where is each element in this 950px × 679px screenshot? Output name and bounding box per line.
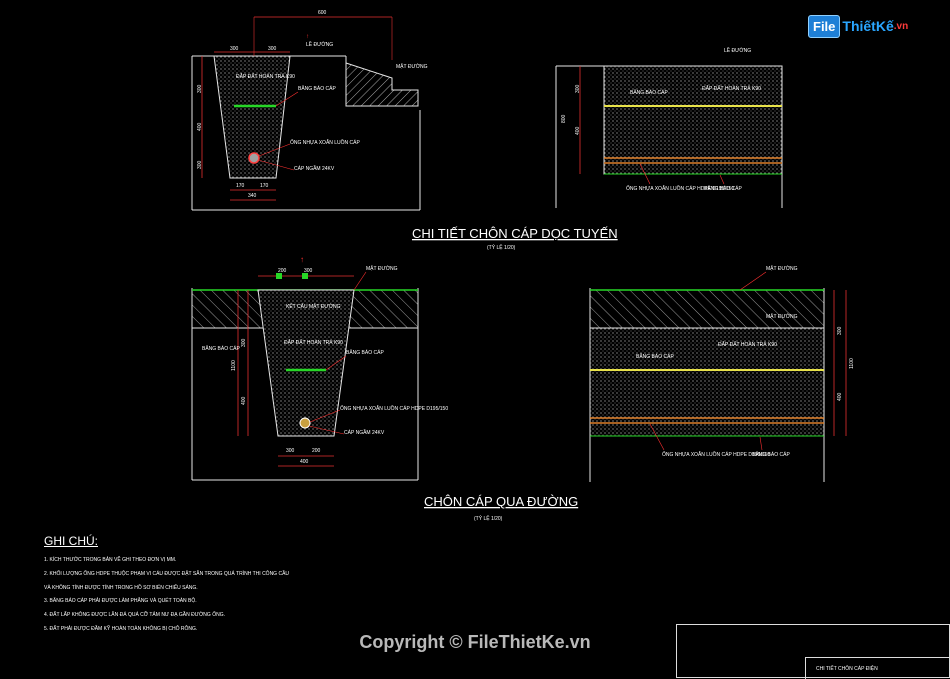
- s1-left-dat-dat: ĐẮP ĐẤT HOÀN TRẢ K90: [236, 72, 295, 80]
- s1-left-ong-nhua: ỐNG NHỰA XOẮN LUỒN CÁP: [290, 138, 361, 146]
- section1-title: CHI TIẾT CHÔN CÁP DỌC TUYẾN: [412, 226, 618, 241]
- s2-left-cap-ngam: CÁP NGẦM 24KV: [344, 429, 385, 436]
- s2-left-bot-dim-1: 300: [286, 448, 295, 454]
- s1-left-cap-ngam: CÁP NGẦM 24KV: [294, 165, 335, 172]
- s2-left-ket-cau: KẾT CẤU MẶT ĐƯỜNG: [286, 303, 341, 310]
- s2-left-top-dim-1: 200: [278, 268, 287, 274]
- s2-right-side-dim-3: 1100: [849, 358, 855, 369]
- s2-right-side-dim-2: 400: [837, 392, 843, 401]
- brand-logo: File ThiếtKế .vn: [808, 12, 924, 40]
- s2-left-mat-duong: MẶT ĐƯỜNG: [366, 265, 398, 272]
- section1-scale: (TỶ LỆ 1/20): [487, 243, 516, 251]
- note-line-5: 4. ĐẤT LẤP KHÔNG ĐƯỢC LẪN ĐÁ QUÁ CỠ TẢM …: [44, 612, 225, 619]
- brand-box: File: [808, 14, 841, 38]
- brand-name: ThiếtKế: [842, 18, 894, 34]
- copyright-watermark: Copyright © FileThietKe.vn: [359, 632, 591, 652]
- s1-left-dim-bot-1: 170: [236, 183, 245, 189]
- s2-right-bang-bao-cap-2: BĂNG BÁO CÁP: [752, 451, 790, 458]
- note-line-3: VÀ KHÔNG TÍNH ĐƯỢC TÍNH TRONG HỒ SƠ BIỂN…: [44, 584, 198, 591]
- note-line-2: 2. KHỐI LƯỢNG ỐNG HDPE THUỘC PHẠM VI CÁU…: [44, 570, 290, 577]
- s2-left-top-dim-2: 300: [304, 268, 313, 274]
- s1-right-bang-bao-cap: BĂNG BÁO CÁP: [630, 89, 668, 96]
- s2-left-bang-bao-cap: BĂNG BÁO CÁP: [346, 349, 384, 356]
- s2-right-dat-dat: ĐẮP ĐẤT HOÀN TRẢ K90: [718, 340, 777, 348]
- s2-right-side-dim-1: 300: [837, 326, 843, 335]
- s1-right-le-duong: LỀ ĐƯỜNG: [724, 47, 751, 54]
- s2-right-mat-duong-2: MẶT ĐƯỜNG: [766, 313, 798, 320]
- arrow-up-icon: ↑: [306, 34, 309, 40]
- s2-left-side-dim-1: 300: [241, 338, 247, 347]
- s1-right-bang-bao-cap-2: BĂNG BÁO CÁP: [704, 185, 742, 192]
- s2-left-dim-base: 400: [300, 459, 309, 465]
- s1-left-side-dim-1: 300: [197, 84, 203, 93]
- s1-left-mat-duong: MẶT ĐƯỜNG: [396, 63, 428, 70]
- s2-right-bang-bao-cap: BĂNG BÁO CÁP: [636, 353, 674, 360]
- section2-right-detail: 300 400 1100 MẶT ĐƯỜNG MẶT ĐƯỜNG BĂNG BÁ…: [589, 265, 855, 482]
- s1-left-side-dim-2: 400: [197, 122, 203, 131]
- s2-left-bot-dim-2: 200: [312, 448, 321, 454]
- section1-left-detail: 600 300 300 170 170 340 300 400 300 LỀ Đ…: [191, 10, 428, 211]
- s1-right-side-dim-2: 400: [575, 126, 581, 135]
- title-block-text: CHI TIẾT CHÔN CÁP ĐIỆN: [816, 666, 878, 672]
- brand-tld: .vn: [893, 20, 909, 32]
- s1-left-dim-top-1: 300: [230, 46, 239, 52]
- s1-left-dim-top-2: 300: [268, 46, 277, 52]
- s1-right-side-dim-1: 300: [575, 84, 581, 93]
- arrow-up-icon: ↑: [300, 255, 304, 264]
- section1-right-detail: 300 400 800 LỀ ĐƯỜNG BĂNG BÁO CÁP ĐẮP ĐẤ…: [555, 47, 783, 208]
- title-block: CHI TIẾT CHÔN CÁP ĐIỆN: [676, 624, 950, 679]
- note-line-1: 1. KÍCH THƯỚC TRONG BẢN VẼ GHI THEO ĐƠN …: [44, 557, 177, 563]
- s2-right-mat-duong: MẶT ĐƯỜNG: [766, 265, 798, 272]
- section2-left-detail: 200 300 ↑ 300 200 400 300 400 1100 MẶT Đ…: [191, 255, 448, 481]
- s1-left-dim-base: 340: [248, 193, 257, 199]
- s2-left-side-dim-2: 400: [241, 396, 247, 405]
- s2-left-dat-dat: ĐẮP ĐẤT HOÀN TRẢ K90: [284, 338, 343, 346]
- s1-left-dim-bot-2: 170: [260, 183, 269, 189]
- s1-left-side-dim-3: 300: [197, 160, 203, 169]
- s2-left-ong-nhua: ỐNG NHỰA XOẮN LUỒN CÁP HDPE D195/150: [340, 404, 448, 412]
- s2-right-ong-nhua: ỐNG NHỰA XOẮN LUỒN CÁP HDPE D195/150: [662, 450, 770, 458]
- notes-section: GHI CHÚ: 1. KÍCH THƯỚC TRONG BẢN VẼ GHI …: [44, 534, 289, 637]
- section2-title: CHÔN CÁP QUA ĐƯỜNG: [424, 494, 578, 509]
- note-line-6: 5. ĐẤT PHẢI ĐƯỢC ĐẦM KỸ HOÀN TOÀN KHÔNG …: [44, 625, 198, 632]
- s1-left-le-duong: LỀ ĐƯỜNG: [306, 41, 333, 48]
- s2-left-side-dim-3: 1100: [231, 360, 237, 371]
- s1-top-dim: 600: [318, 10, 327, 16]
- note-line-4: 3. BĂNG BÁO CÁP PHẢI ĐƯỢC LÀM PHẲNG VÀ Q…: [44, 598, 197, 605]
- notes-title: GHI CHÚ:: [44, 534, 98, 548]
- s1-right-side-dim-3: 800: [561, 114, 567, 123]
- title-block-cell: CHI TIẾT CHÔN CÁP ĐIỆN: [805, 657, 950, 679]
- s1-left-bang-bao-cap: BĂNG BÁO CÁP: [298, 85, 336, 92]
- s1-right-dat-dat: ĐẮP ĐẤT HOÀN TRẢ K90: [702, 84, 761, 92]
- s1-right-ong-nhua: ỐNG NHỰA XOẮN LUỒN CÁP HDPE D195/150: [626, 184, 734, 192]
- section2-scale: (TỶ LỆ 1/20): [474, 514, 503, 522]
- s2-left-bang-bao-cap-left: BĂNG BÁO CÁP: [202, 345, 240, 352]
